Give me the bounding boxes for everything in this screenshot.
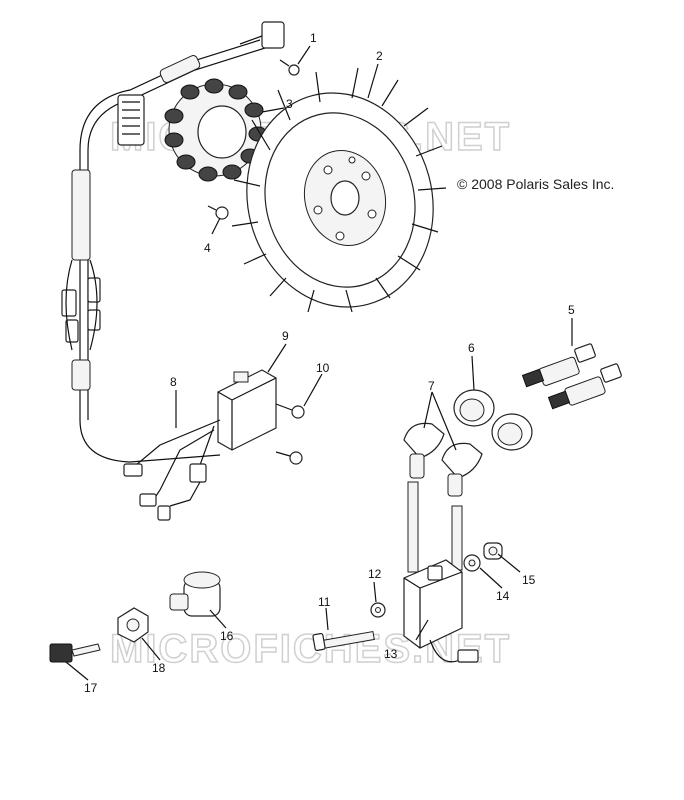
callout-11: 11 [318,595,331,609]
screw-4 [207,205,229,220]
ignition-coil [403,481,479,663]
nut [117,607,149,643]
callout-10: 10 [316,361,330,375]
callout-18: 18 [152,661,166,675]
callout-8: 8 [170,375,177,389]
module-connectors [123,419,221,521]
spark-plug [521,343,622,410]
callout-15: 15 [522,573,536,587]
boot-seal [453,389,533,451]
callout-1: 1 [310,31,317,45]
callout-12: 12 [368,567,382,581]
copyright-notice: © 2008 Polaris Sales Inc. [457,176,615,192]
flywheel [231,67,447,313]
cdi-module [217,369,277,451]
key [49,643,101,663]
callout-13: 13 [384,647,398,661]
callout-numbers: 1 2 3 4 5 6 7 8 9 10 11 12 13 14 15 16 1… [84,31,575,695]
screw-1 [279,59,300,76]
callout-6: 6 [468,341,475,355]
callout-5: 5 [568,303,575,317]
leader-lines [65,45,573,681]
stator [164,78,268,182]
spark-plug-cap [403,422,483,497]
spacer [483,542,503,560]
callout-2: 2 [376,49,383,63]
callout-17: 17 [84,681,98,695]
washer [463,554,481,572]
callout-9: 9 [282,329,289,343]
screw-10 [275,403,305,465]
callout-16: 16 [220,629,234,643]
wire-harness [61,21,285,463]
callout-14: 14 [496,589,510,603]
callout-7: 7 [428,379,435,393]
lock-washer [370,602,386,618]
callout-3: 3 [286,97,293,111]
bolt [312,630,375,652]
callout-4: 4 [204,241,211,255]
ignition-switch [169,571,221,617]
